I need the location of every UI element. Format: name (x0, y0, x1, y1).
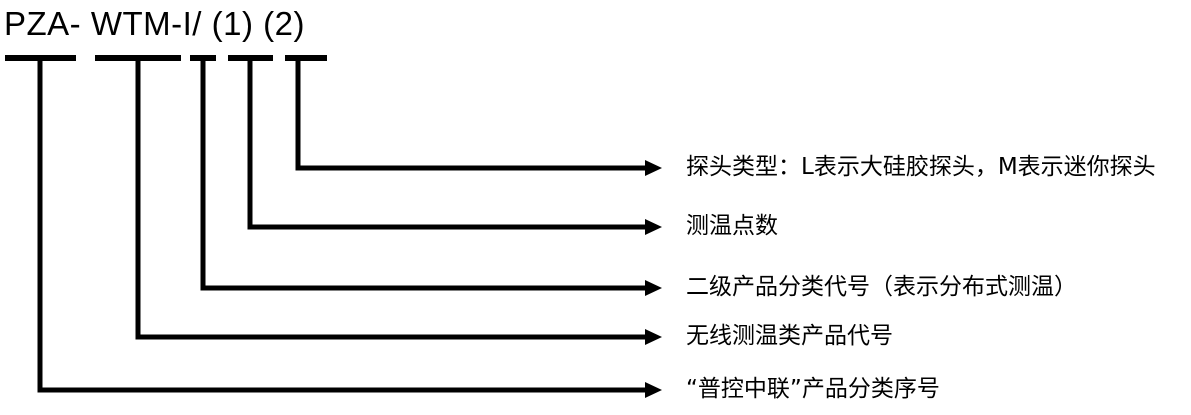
arrowhead-secondary-product-class (645, 280, 662, 296)
arrowhead-probe-type (645, 160, 662, 176)
arrowhead-measure-point-count (645, 219, 662, 235)
callout-label-wireless-temp-product-code: 无线测温类产品代号 (686, 323, 893, 349)
leader-wireless-temp-product-code (135, 58, 651, 340)
callout-label-measure-point-count: 测温点数 (686, 213, 778, 239)
underline-p2 (285, 55, 327, 61)
leader-measure-point-count (247, 58, 651, 230)
leader-secondary-product-class (200, 58, 651, 291)
leader-brand-product-sequence (37, 58, 651, 393)
callout-label-probe-type: 探头类型：L表示大硅胶探头，M表示迷你探头 (686, 154, 1156, 180)
arrowhead-brand-product-sequence (645, 382, 662, 398)
leader-probe-type (295, 58, 651, 171)
arrowhead-wireless-temp-product-code (645, 329, 662, 345)
segment-underlines (5, 55, 327, 61)
callout-label-brand-product-sequence: “普控中联”产品分类序号 (686, 376, 940, 402)
callout-label-secondary-product-class: 二级产品分类代号（表示分布式测温） (686, 274, 1077, 300)
model-code-text: PZA- WTM-I/ (1) (2) (4, 5, 305, 42)
